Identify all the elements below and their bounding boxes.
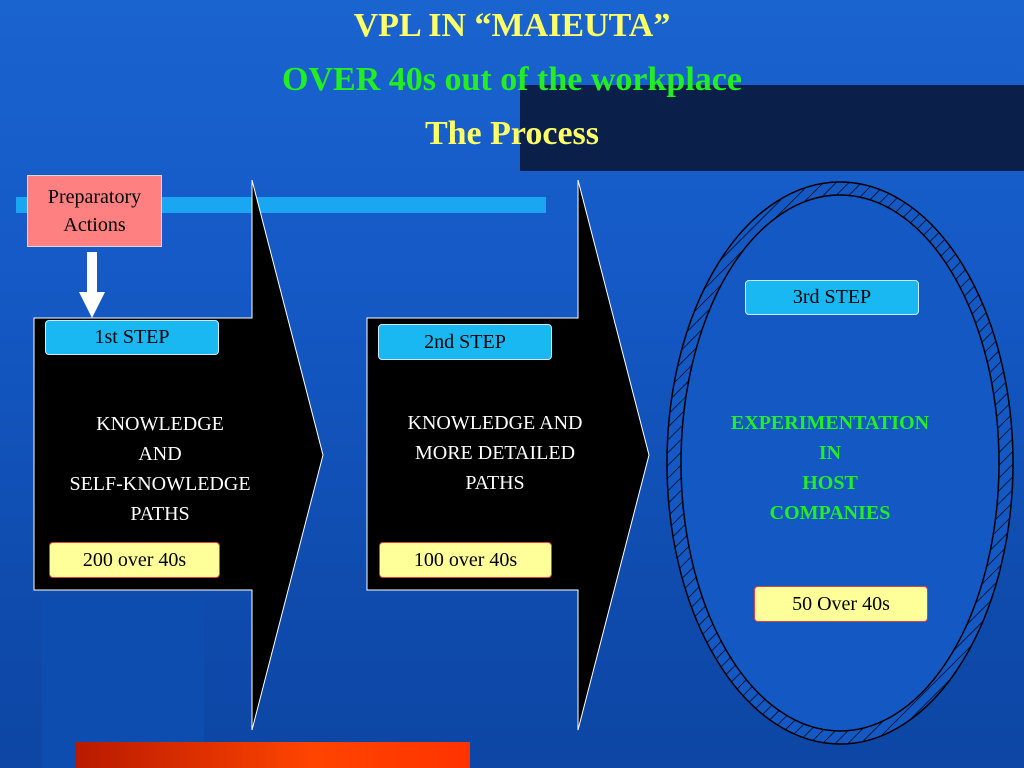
step2-label-box: 2nd STEP [378,324,552,360]
step3-label: 3rd STEP [792,286,872,308]
step1-count-box: 200 over 40s [49,542,220,578]
background-orange-bar [76,742,470,768]
step1-label: 1st STEP [94,326,170,348]
step2-line: PATHS [465,472,525,494]
step2-description: KNOWLEDGE AND MORE DETAILED PATHS [380,408,610,498]
page-subtitle: OVER 40s out of the workplace [282,61,742,98]
step3-line: COMPANIES [769,502,891,524]
step3-count-box: 50 Over 40s [754,586,928,622]
step1-description: KNOWLEDGE AND SELF-KNOWLEDGE PATHS [34,409,286,529]
step3-label-box: 3rd STEP [745,280,919,315]
step3-count: 50 Over 40s [792,592,890,615]
step1-line: AND [138,443,182,465]
step1-label-box: 1st STEP [45,320,219,355]
preparatory-actions-box: Preparatory Actions [27,175,162,247]
page-heading-process: The Process [424,115,600,152]
step1-line: KNOWLEDGE [96,413,224,435]
preparatory-label-line1: Preparatory [47,186,142,208]
step3-description: EXPERIMENTATION IN HOST COMPANIES [694,408,966,528]
step1-line: SELF-KNOWLEDGE [69,473,251,495]
step2-count: 100 over 40s [413,548,518,571]
page-title: VPL IN “MAIEUTA” [353,7,671,44]
step3-line: HOST [802,472,858,494]
down-arrow-icon [79,252,105,318]
step2-label: 2nd STEP [424,330,506,353]
background-dark-band [520,85,1024,171]
preparatory-label-line2: Actions [63,214,126,236]
step1-line: PATHS [130,503,190,525]
step2-line: MORE DETAILED [414,442,576,464]
step3-line: EXPERIMENTATION [730,412,930,434]
step3-line: IN [818,442,842,464]
step2-count-box: 100 over 40s [379,542,552,578]
step2-line: KNOWLEDGE AND [407,412,583,434]
step1-count: 200 over 40s [82,548,187,571]
